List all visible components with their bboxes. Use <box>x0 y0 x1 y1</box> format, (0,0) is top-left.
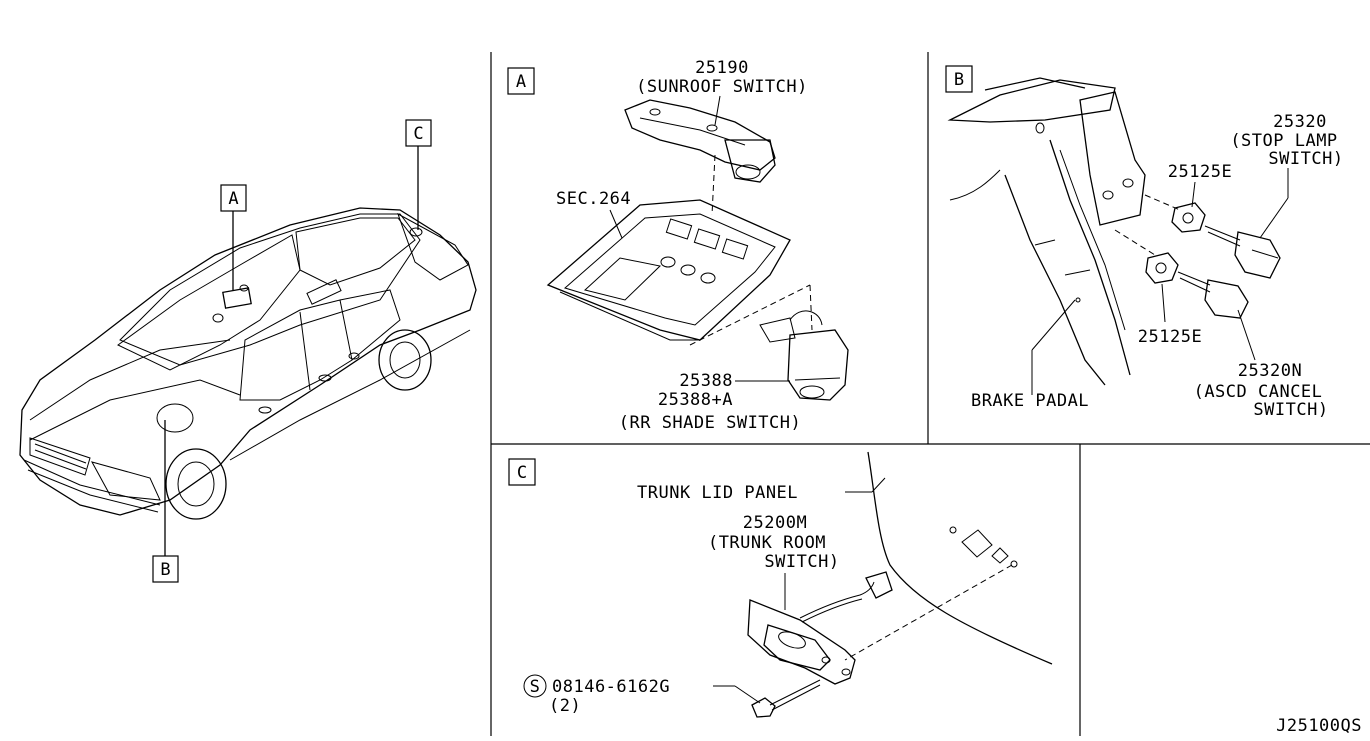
panel-frames <box>490 52 1370 736</box>
trunk-label-1: (TRUNK ROOM <box>708 533 826 553</box>
trunk-lid-drawing <box>844 451 1053 665</box>
stop-lamp-part-no: 25320 <box>1273 112 1327 132</box>
overhead-console-drawing <box>546 199 791 341</box>
ascd-label-2: SWITCH) <box>1253 400 1328 420</box>
ascd-part-no: 25320N <box>1238 361 1302 381</box>
panel-c: C TRUNK LID PANEL 25200M (TRUNK ROOM SWI… <box>508 451 1053 718</box>
screw-part-no: 08146-6162G <box>552 677 670 697</box>
trunk-part-no: 25200M <box>743 513 807 533</box>
callout-a-car[interactable]: A <box>220 184 247 290</box>
ascd-label-1: (ASCD CANCEL <box>1194 382 1323 402</box>
svg-text:B: B <box>160 560 170 580</box>
stop-lamp-label-1: (STOP LAMP <box>1230 131 1337 151</box>
screw-drawing <box>751 679 821 718</box>
trunk-lid-label: TRUNK LID PANEL <box>637 483 798 503</box>
stop-lamp-label-2: SWITCH) <box>1268 149 1343 169</box>
panel-a-tag: A <box>507 67 535 95</box>
rr-shade-part-no-1: 25388 <box>679 371 733 391</box>
screw-qty: (2) <box>549 696 581 716</box>
rr-shade-switch-drawing <box>689 284 849 401</box>
rr-shade-label: (RR SHADE SWITCH) <box>619 413 802 433</box>
ascd-switch-drawing <box>1145 252 1249 319</box>
svg-text:B: B <box>954 70 964 90</box>
car-illustration <box>19 207 477 520</box>
svg-text:C: C <box>413 124 423 144</box>
adjuster-lower-label: 25125E <box>1138 327 1202 347</box>
sunroof-label: (SUNROOF SWITCH) <box>636 77 808 97</box>
trunk-label-2: SWITCH) <box>764 552 839 572</box>
svg-text:A: A <box>516 72 526 92</box>
callout-b-car[interactable]: B <box>152 420 179 583</box>
sunroof-part-no: 25190 <box>695 58 749 78</box>
panel-b: B 25320 (STOP LAMP SWITCH) 25125E <box>945 65 1343 420</box>
adjuster-upper-label: 25125E <box>1168 162 1232 182</box>
diagram-code: J25100QS <box>1276 716 1362 736</box>
panel-b-tag: B <box>945 65 973 93</box>
stop-lamp-switch-drawing <box>1114 194 1281 279</box>
screw-symbol: S <box>523 674 547 698</box>
sunroof-switch-drawing <box>624 95 776 216</box>
svg-text:S: S <box>530 677 541 697</box>
brake-pedal-label: BRAKE PADAL <box>971 391 1089 411</box>
callout-c-car[interactable]: C <box>405 119 432 230</box>
panel-c-tag: C <box>508 458 536 486</box>
section-ref: SEC.264 <box>556 189 631 209</box>
brake-pedal-drawing <box>947 77 1146 395</box>
svg-text:C: C <box>517 463 527 483</box>
rr-shade-part-no-2: 25388+A <box>658 390 733 410</box>
trunk-switch-drawing <box>747 571 893 685</box>
svg-text:A: A <box>228 189 238 209</box>
panel-a: A 25190 (SUNROOF SWITCH) SEC.264 <box>507 58 849 433</box>
